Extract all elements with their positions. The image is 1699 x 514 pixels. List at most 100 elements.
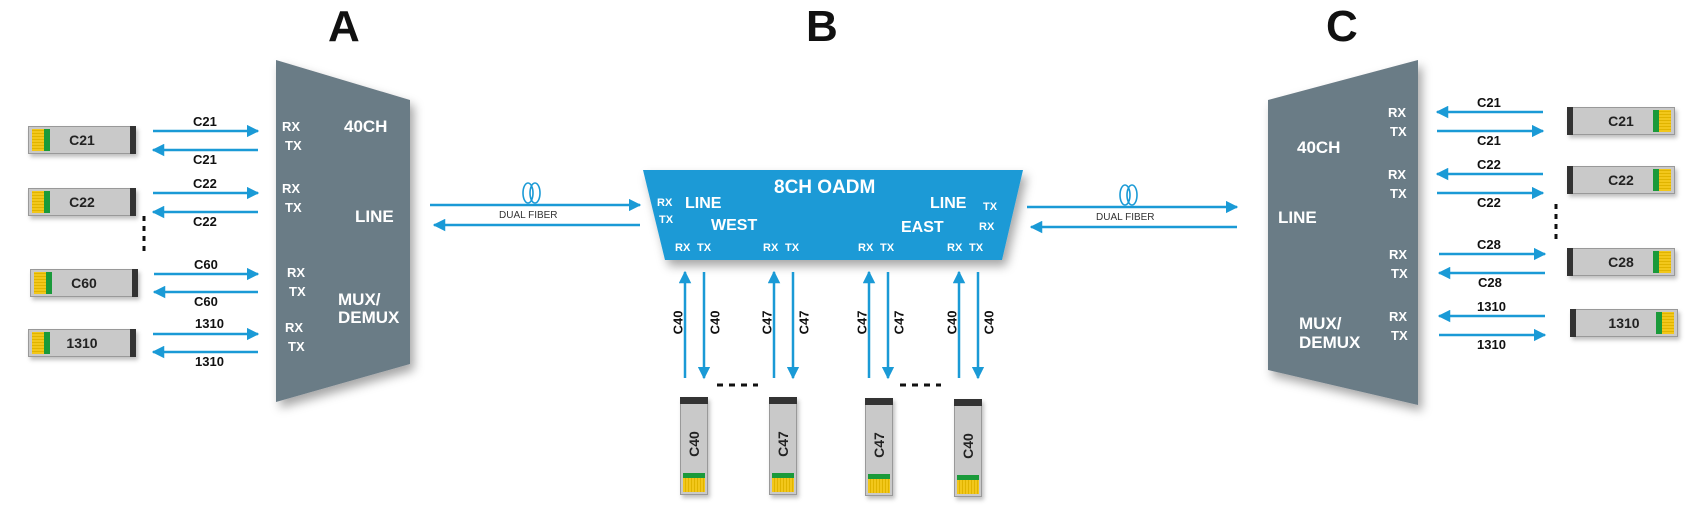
- drop-port-tx: TX: [785, 242, 800, 254]
- arrow-label: C28: [1478, 275, 1502, 290]
- fiber-west-arrows: [430, 198, 642, 232]
- drop-port-rx: RX: [763, 242, 779, 254]
- node-b-west-tx: TX: [659, 214, 674, 226]
- node-b-drop-arrows: [678, 270, 985, 380]
- sfp-latch: [1570, 309, 1576, 337]
- node-c-mux-shape: [1268, 60, 1418, 405]
- sfp-label: C47: [775, 431, 791, 457]
- node-a-mux-label-1: MUX/: [338, 290, 381, 309]
- node-b-west-line: LINE: [685, 195, 722, 212]
- fiber-east-arrows: [1027, 200, 1239, 234]
- node-b-west-label: WEST: [711, 217, 758, 234]
- sfp-module-a-c21: C21: [28, 126, 136, 154]
- sfp-label: C21: [69, 132, 95, 148]
- sfp-latch: [954, 399, 982, 406]
- sfp-module-a-c60: C60: [30, 269, 138, 297]
- drop-port-rx: RX: [947, 242, 963, 254]
- arrow-label: C22: [1477, 157, 1501, 172]
- fiber-east-coil-icon: [1119, 184, 1138, 206]
- sfp-green-band: [868, 474, 890, 479]
- drop-arrow-label: C47: [854, 310, 870, 335]
- drop-arrow-label: C47: [759, 310, 775, 335]
- port-tx: TX: [1391, 328, 1408, 343]
- sfp-module-a-1310: 1310: [28, 329, 136, 357]
- arrow-label: C22: [1477, 195, 1501, 210]
- port-rx: RX: [282, 119, 301, 134]
- sfp-green-band: [1656, 312, 1662, 334]
- sfp-green-band: [1653, 251, 1659, 273]
- sfp-green-band: [683, 473, 705, 478]
- port-rx: RX: [1389, 309, 1408, 324]
- sfp-module-c-c21: C21: [1567, 107, 1675, 135]
- sfp-green-band: [772, 473, 794, 478]
- sfp-contact-icon: [772, 478, 794, 492]
- arrow-label: C21: [1477, 133, 1501, 148]
- sfp-contact-icon: [957, 480, 979, 494]
- drop-port-rx: RX: [675, 242, 691, 254]
- node-b-east-rx: RX: [979, 221, 995, 233]
- drop-arrow-label: C47: [891, 310, 907, 335]
- arrow-label: 1310: [1477, 337, 1506, 352]
- drop-arrow-label: C40: [944, 310, 960, 335]
- sfp-latch: [130, 126, 136, 154]
- sfp-label: C28: [1608, 254, 1634, 270]
- sfp-latch: [132, 269, 138, 297]
- node-c-arrows: [1435, 105, 1547, 342]
- arrow-label: C28: [1477, 237, 1501, 252]
- sfp-module-b-drop-1: C40: [680, 397, 708, 495]
- sfp-contact-icon: [683, 478, 705, 492]
- arrow-label: C21: [193, 114, 217, 129]
- drop-arrow-label: C47: [796, 310, 812, 335]
- sfp-latch: [130, 329, 136, 357]
- sfp-module-b-drop-4: C40: [954, 399, 982, 497]
- port-tx: TX: [1390, 186, 1407, 201]
- arrow-label: 1310: [1477, 299, 1506, 314]
- port-tx: TX: [285, 200, 302, 215]
- node-c-line-label: LINE: [1278, 208, 1317, 227]
- sfp-module-c-c22: C22: [1567, 166, 1675, 194]
- sfp-contact-icon: [32, 129, 44, 151]
- fiber-west-label: DUAL FIBER: [499, 210, 558, 221]
- sfp-contact-icon: [1659, 169, 1671, 191]
- sfp-contact-icon: [868, 479, 890, 493]
- arrow-label: C22: [193, 176, 217, 191]
- sfp-contact-icon: [1659, 110, 1671, 132]
- node-c-mux-label-2: DEMUX: [1299, 333, 1361, 352]
- sfp-label: 1310: [66, 335, 98, 351]
- sfp-green-band: [46, 272, 52, 294]
- sfp-module-b-drop-3: C47: [865, 398, 893, 496]
- sfp-green-band: [44, 129, 50, 151]
- sfp-label: C21: [1608, 113, 1634, 129]
- sfp-green-band: [957, 475, 979, 480]
- sfp-latch: [130, 188, 136, 216]
- drop-arrow-label: C40: [670, 310, 686, 335]
- sfp-label: C60: [71, 275, 97, 291]
- port-tx: TX: [289, 284, 306, 299]
- port-rx: RX: [1388, 167, 1407, 182]
- sfp-module-a-c22: C22: [28, 188, 136, 216]
- sfp-green-band: [44, 332, 50, 354]
- drop-port-tx: TX: [969, 242, 984, 254]
- drop-port-tx: TX: [880, 242, 895, 254]
- arrow-label: C21: [1477, 95, 1501, 110]
- sfp-label: C22: [69, 194, 95, 210]
- drop-port-tx: TX: [697, 242, 712, 254]
- fiber-west-coil-icon: [522, 182, 541, 204]
- sfp-green-band: [1653, 169, 1659, 191]
- sfp-latch: [1567, 107, 1573, 135]
- node-b-title: B: [806, 2, 838, 51]
- sfp-module-c-1310: 1310: [1570, 309, 1678, 337]
- arrow-label: C60: [194, 257, 218, 272]
- sfp-latch: [769, 397, 797, 404]
- sfp-contact-icon: [1659, 251, 1671, 273]
- node-b-title-label: 8CH OADM: [774, 177, 876, 198]
- sfp-label: 1310: [1608, 315, 1640, 331]
- node-a-arrows: [151, 124, 260, 359]
- arrow-label: 1310: [195, 354, 224, 369]
- sfp-green-band: [44, 191, 50, 213]
- sfp-latch: [1567, 248, 1573, 276]
- node-a-title: A: [328, 2, 360, 51]
- port-tx: TX: [1390, 124, 1407, 139]
- fiber-east-label: DUAL FIBER: [1096, 212, 1155, 223]
